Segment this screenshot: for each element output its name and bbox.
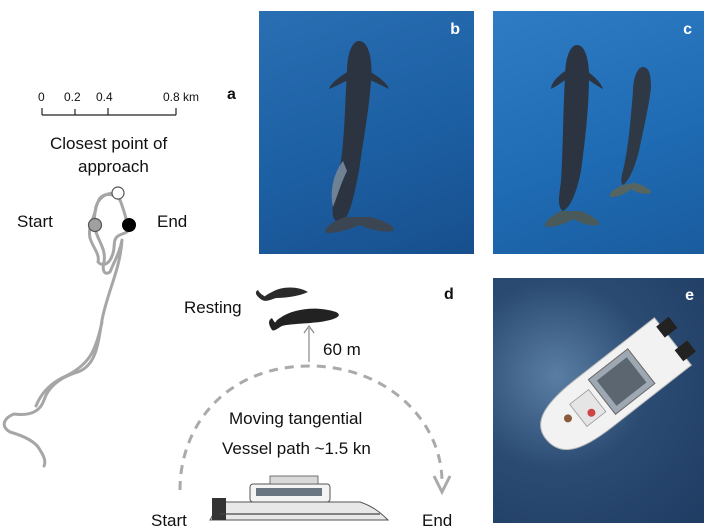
panel-a: 0 0.2 0.4 0.8 km Closest point of approa… [0, 0, 250, 532]
panel-d: d Resting 60 m Moving tangential Vessel … [150, 262, 485, 532]
moving-label-line1: Moving tangential [229, 409, 363, 428]
track-start-label: Start [17, 212, 53, 231]
closest-point-label-line1: Closest point of [50, 134, 168, 153]
panel-c-photo: c [493, 11, 704, 254]
boat-photo-illustration [540, 316, 696, 451]
panel-letter-c: c [683, 21, 692, 38]
resting-whales-icon [255, 287, 339, 331]
panel-letter-b: b [450, 21, 460, 38]
moving-label-line2: Vessel path ~1.5 kn [222, 439, 371, 458]
distance-label: 60 m [323, 340, 361, 359]
panel-e-photo: e [493, 278, 704, 523]
vessel-track-map [2, 186, 136, 468]
whale-illustration-b [325, 41, 394, 233]
scale-tick-0: 0 [38, 90, 45, 104]
panel-letter-d: d [444, 286, 454, 303]
closest-point-label-line2: approach [78, 157, 149, 176]
end-marker [122, 218, 136, 232]
resting-label: Resting [184, 298, 242, 317]
panel-b-photo: b [259, 11, 474, 254]
scale-tick-0.2: 0.2 [64, 90, 81, 104]
scale-bar [41, 108, 177, 116]
vessel-track [2, 191, 130, 468]
start-marker [87, 217, 103, 233]
scale-tick-0.4: 0.4 [96, 90, 113, 104]
diagram-d [178, 287, 452, 521]
boat-icon [209, 475, 390, 521]
closest-approach-marker [111, 186, 125, 200]
whale-illustration-c [544, 45, 651, 227]
track-end-label: End [157, 212, 188, 231]
panel-letter-a: a [227, 86, 236, 103]
panel-letter-e: e [685, 287, 694, 304]
path-start-label: Start [151, 511, 187, 530]
scale-tick-0.8km: 0.8 km [163, 90, 200, 104]
vessel-path-arc [178, 364, 444, 491]
path-end-label: End [422, 511, 453, 530]
